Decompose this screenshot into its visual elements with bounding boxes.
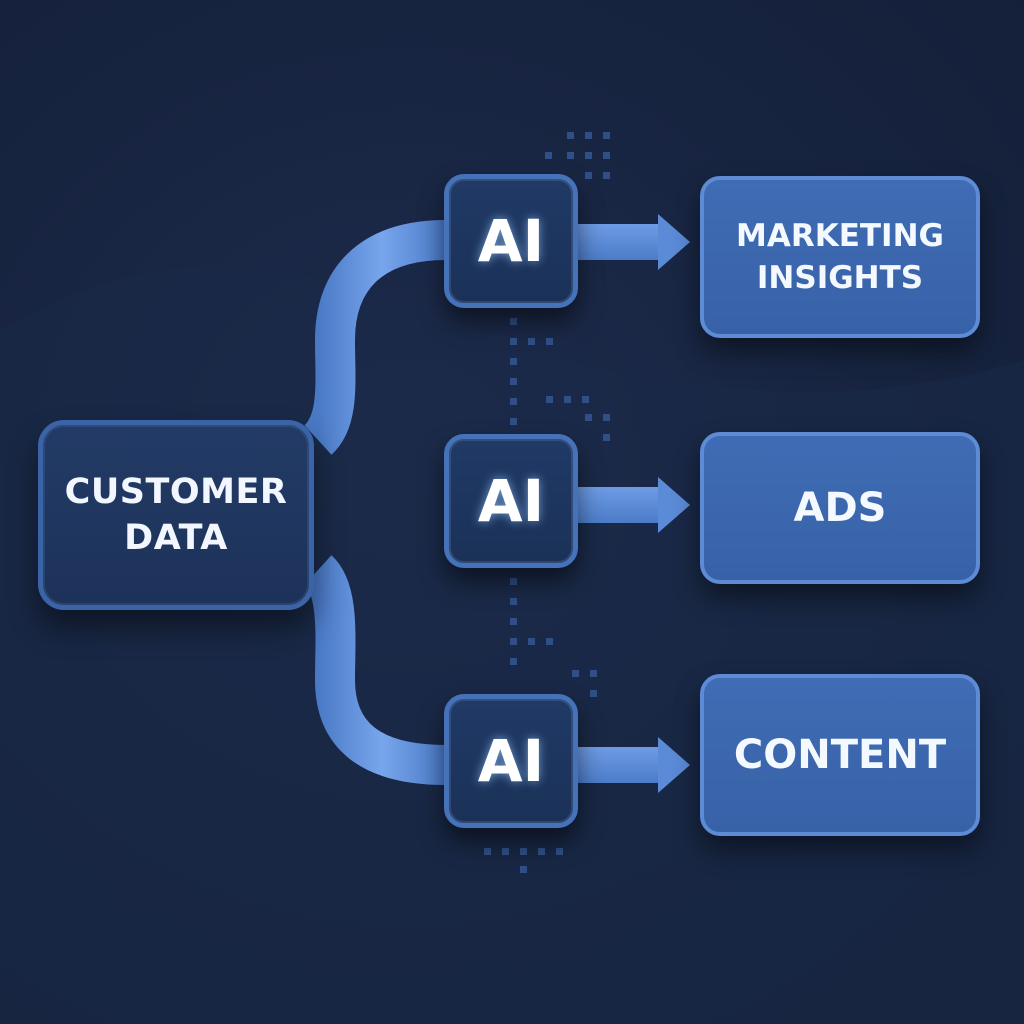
ads-node: ADS: [700, 432, 980, 584]
ai-node-3-label: AI: [477, 727, 545, 795]
customer-data-node: CUSTOMER DATA: [38, 420, 314, 610]
content-node: CONTENT: [700, 674, 980, 836]
ai-node-1-label: AI: [477, 207, 545, 275]
pixel-dots: [484, 132, 610, 873]
arrow-ai-3: [578, 737, 690, 793]
ai-node-2-label: AI: [477, 467, 545, 535]
marketing-insights-node: MARKETING INSIGHTS: [700, 176, 980, 338]
ads-label: ADS: [793, 485, 887, 531]
arrow-ai-2: [578, 477, 690, 533]
customer-data-label-line2: DATA: [124, 518, 228, 558]
connector-to-ai-3: [302, 555, 447, 785]
arrow-ai-1: [578, 214, 690, 270]
ai-node-2: AI: [444, 434, 578, 568]
customer-data-label-line1: CUSTOMER: [64, 472, 288, 512]
ai-node-3: AI: [444, 694, 578, 828]
connector-to-ai-1: [303, 220, 447, 455]
ai-node-1: AI: [444, 174, 578, 308]
marketing-insights-label-line1: MARKETING: [736, 218, 944, 254]
marketing-insights-label-line2: INSIGHTS: [756, 260, 924, 296]
content-label: CONTENT: [733, 732, 947, 778]
